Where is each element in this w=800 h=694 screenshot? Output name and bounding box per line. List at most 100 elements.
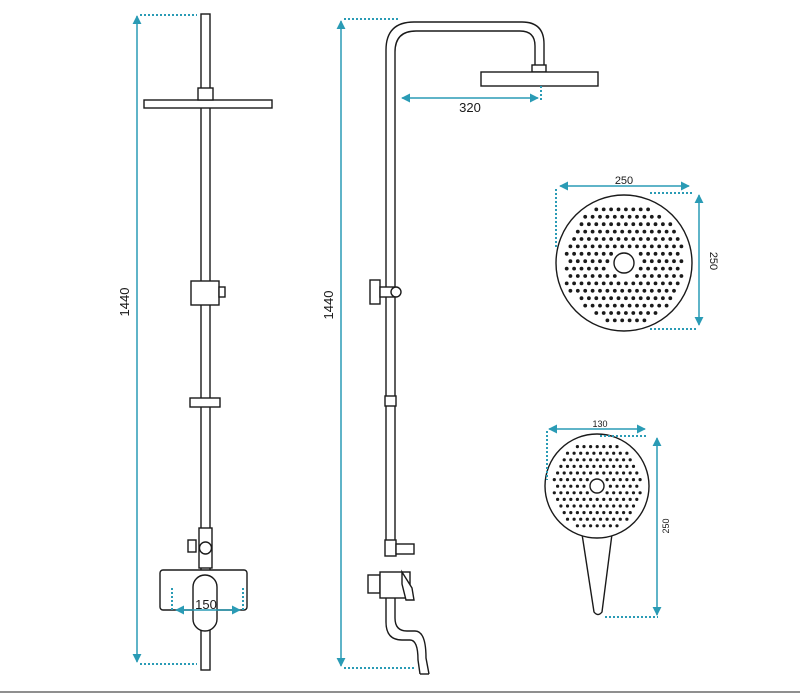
overhead-nozzle [609,281,613,286]
hand-nozzle [605,491,609,495]
hand-nozzle [628,471,632,475]
hand-nozzle [595,510,599,515]
overhead-nozzle [661,281,665,286]
overhead-nozzle [583,303,588,308]
hand-nozzle [585,504,589,508]
hand-nozzle [625,478,629,482]
overhead-nozzle [601,311,606,315]
overhead-nozzle [601,281,606,286]
front-side-outlet [187,539,197,553]
hand-nozzle [569,471,573,475]
hand-nozzle [589,458,593,462]
overhead-nozzle [624,311,628,315]
overhead-nozzle [601,207,606,212]
hand-nozzle [575,524,580,528]
overhead-head-nozzles [564,207,684,323]
side-arm-connector [531,64,547,73]
front-holder-knob [218,286,226,298]
overhead-nozzle [649,214,654,219]
hand-nozzle [605,478,609,482]
hand-nozzle [572,478,576,482]
hand-nozzle [589,510,593,515]
hand-nozzle [575,497,580,501]
hand-nozzle [618,517,622,521]
overhead-nozzle [631,237,636,241]
hand-shower [544,433,650,616]
hand-nozzle [575,510,580,515]
hand-nozzle [622,510,626,515]
overhead-nozzle [594,296,599,301]
overhead-nozzle [594,207,599,212]
head-depth-label: 250 [707,252,719,270]
hand-nozzle [579,451,583,455]
hand-nozzle [618,491,622,495]
overhead-nozzle [609,296,613,301]
hand-nozzle [565,517,570,521]
hand-nozzle [585,517,589,521]
overhead-nozzle [616,296,621,301]
overhead-nozzle [609,222,613,227]
hand-nozzle [559,504,563,508]
mixer-spacing-label: 150 [195,597,217,612]
overhead-nozzle [579,251,584,256]
hand-nozzle [562,471,566,475]
hand-nozzle [589,445,593,449]
hand-nozzle [612,504,616,508]
overhead-nozzle [612,318,617,323]
side-height-dimension [336,18,414,669]
overhead-nozzle [624,222,628,227]
hand-nozzle [552,491,556,495]
overhead-nozzle [583,274,588,278]
hand-nozzle [631,478,636,482]
overhead-nozzle [638,311,643,315]
overhead-nozzle [587,296,591,301]
overhead-nozzle [649,274,654,278]
overhead-nozzle [675,266,680,271]
hand-nozzle [595,524,599,528]
overhead-nozzle [627,288,632,293]
overhead-nozzle [646,222,650,227]
hand-nozzle [572,464,576,468]
hand-nozzle [602,524,606,528]
head-width-dimension [555,181,692,247]
hand-nozzle [625,491,629,495]
hand-shower-handle [581,533,613,616]
overhead-nozzle [653,296,658,301]
hand-nozzle [559,491,563,495]
overhead-nozzle [605,214,610,219]
overhead-nozzle [642,318,647,323]
overhead-nozzle [612,214,617,219]
side-spout-inner [394,598,430,675]
overhead-nozzle [657,303,662,308]
overhead-head-plan [555,194,693,332]
side-holder-bracket [369,279,381,305]
overhead-nozzle [594,222,599,227]
overhead-nozzle [605,318,610,323]
hand-nozzle [612,517,616,521]
overhead-nozzle [612,229,617,234]
side-wall-connector [367,574,381,594]
hand-nozzle [598,451,603,455]
side-arm-inner [394,30,536,548]
overhead-nozzle [646,296,650,301]
overhead-nozzle [609,237,613,241]
overhead-nozzle [668,266,673,271]
overhead-nozzle [653,251,658,256]
overhead-nozzle [568,274,573,278]
overhead-nozzle [631,311,636,315]
overhead-nozzle [579,266,584,271]
hand-nozzle [572,491,576,495]
overhead-nozzle [661,251,665,256]
overhead-nozzle [590,303,595,308]
overhead-nozzle [664,303,669,308]
overhead-head-center [613,252,635,274]
overhead-nozzle [594,237,599,241]
hand-nozzle [585,451,589,455]
overhead-nozzle [653,237,658,241]
overhead-nozzle [590,229,595,234]
hand-nozzle [608,458,613,462]
front-diverter-knob [198,541,213,555]
overhead-nozzle [616,281,621,286]
overhead-nozzle [572,281,576,286]
overhead-nozzle [590,288,595,293]
